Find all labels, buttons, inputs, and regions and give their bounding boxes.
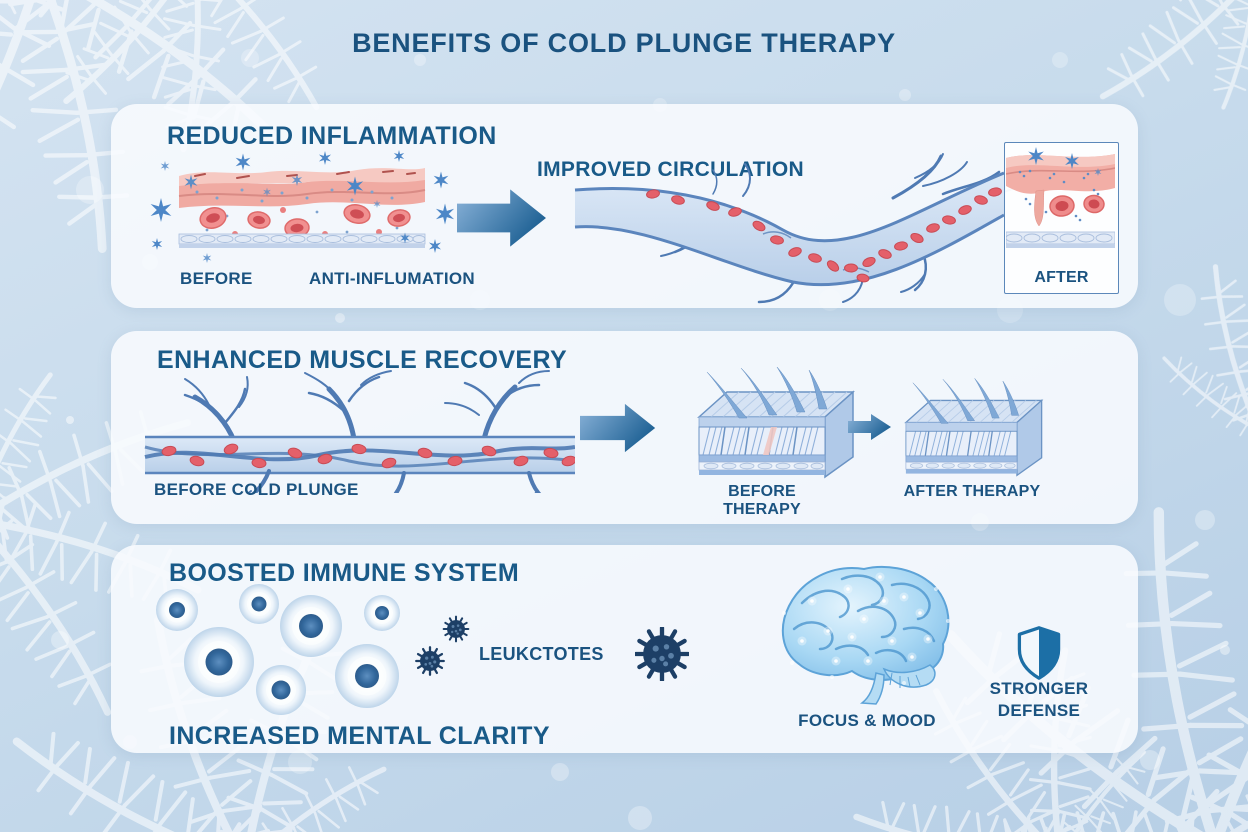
muscle-block-before-illustration	[698, 366, 854, 478]
reduced-inflammation-heading: REDUCED INFLAMMATION	[167, 122, 497, 150]
panel-reduced-inflammation: REDUCED INFLAMMATION	[111, 104, 1138, 308]
tissue-after-illustration	[1006, 147, 1115, 248]
vessel-before-plunge-illustration	[144, 370, 575, 493]
anti-inflammation-label: ANTI-INFLUMATION	[309, 269, 475, 288]
white-blood-cells	[156, 584, 400, 715]
arrow-right-icon	[457, 189, 546, 247]
after-box: AFTER	[1004, 142, 1119, 294]
blood-vessel-illustration	[574, 153, 1015, 304]
improved-circulation-heading: IMPROVED CIRCULATION	[537, 158, 804, 181]
after-therapy-label: AFTER THERAPY	[903, 483, 1041, 500]
muscle-block-after-illustration	[905, 377, 1043, 477]
immune-system-heading: BOOSTED IMMUNE SYSTEM	[169, 559, 520, 587]
after-label: AFTER	[1034, 269, 1089, 286]
leukocytes-label: LEUKCTOTES	[479, 644, 604, 664]
before-label: BEFORE	[180, 269, 253, 288]
arrow-right-small-icon	[848, 414, 891, 440]
stronger-defense-label: STRONGER DEFENSE	[959, 678, 1119, 722]
tissue-before-illustration	[150, 150, 455, 263]
stronger-defense-line1: STRONGER	[989, 679, 1089, 698]
panel-immune-system: BOOSTED IMMUNE SYSTEM LEUKCTOTES	[111, 545, 1138, 753]
virus-icon	[415, 646, 445, 676]
shield-icon	[1017, 626, 1061, 680]
muscle-recovery-heading: ENHANCED MUSCLE RECOVERY	[157, 346, 568, 374]
before-therapy-label: BEFORE THERAPY	[723, 483, 801, 518]
focus-mood-label: FOCUS & MOOD	[798, 711, 936, 730]
page-title: BENEFITS OF COLD PLUNGE THERAPY	[352, 28, 896, 58]
arrow-right-icon	[580, 403, 656, 453]
before-cold-plunge-label: BEFORE COLD PLUNGE	[154, 480, 359, 499]
cell-cluster-illustration	[156, 584, 400, 715]
stronger-defense-line2: DEFENSE	[997, 701, 1081, 720]
panel-muscle-recovery: ENHANCED MUSCLE RECOVERY	[111, 331, 1138, 524]
brain-illustration	[781, 566, 950, 705]
virus-icon	[442, 615, 470, 643]
mental-clarity-heading: INCREASED MENTAL CLARITY	[169, 722, 550, 750]
virus-large-icon	[635, 627, 689, 681]
